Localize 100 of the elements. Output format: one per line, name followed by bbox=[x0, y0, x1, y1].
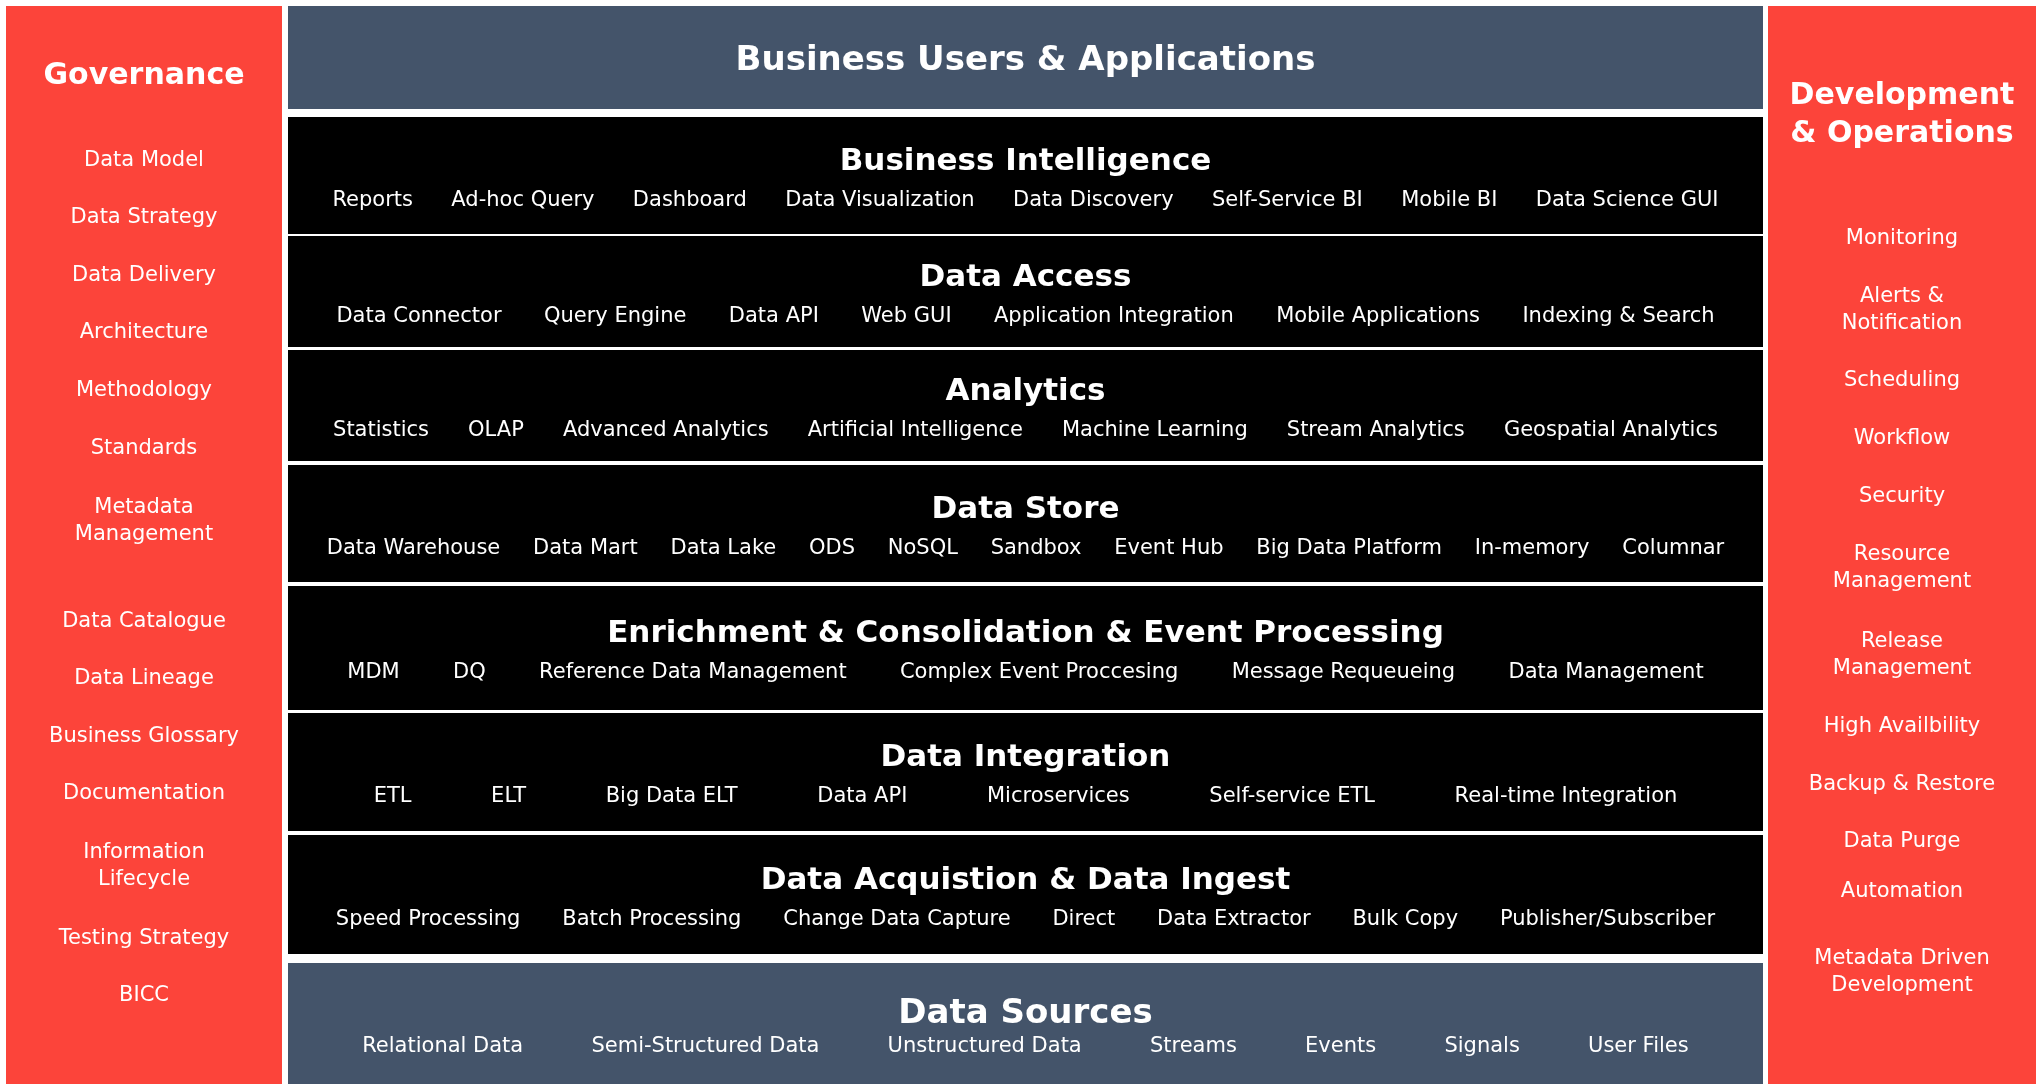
list-item: Complex Event Proccesing bbox=[899, 659, 1179, 683]
list-item: BICC bbox=[118, 981, 170, 1009]
panel-heading: Governance bbox=[42, 55, 246, 93]
list-item: Data Connector bbox=[336, 302, 502, 327]
list-item: Data API bbox=[728, 302, 819, 327]
list-item: Semi-Structured Data bbox=[591, 1032, 820, 1057]
list-item: Self-service ETL bbox=[1209, 783, 1375, 807]
list-item: DQ bbox=[453, 659, 486, 683]
list-item: Artificial Intelligence bbox=[807, 416, 1023, 441]
layer-heading: Data Access bbox=[918, 256, 1133, 293]
list-item: Data Science GUI bbox=[1535, 186, 1719, 211]
list-item: Data Catalogue bbox=[61, 607, 227, 635]
layer-heading: Analytics bbox=[944, 370, 1107, 407]
list-item: Big Data ELT bbox=[605, 783, 738, 807]
list-item: Big Data Platform bbox=[1256, 534, 1442, 559]
list-item: Speed Processing bbox=[335, 905, 521, 930]
list-item: ELT bbox=[491, 783, 526, 807]
list-item: Query Engine bbox=[543, 302, 687, 327]
list-item: Signals bbox=[1444, 1032, 1520, 1057]
list-item: Data Model bbox=[83, 146, 205, 174]
list-item: Data Lake bbox=[670, 534, 777, 559]
layer-heading: Data Store bbox=[930, 488, 1121, 525]
list-item: Testing Strategy bbox=[57, 924, 231, 952]
list-item: Scheduling bbox=[1842, 366, 1962, 394]
list-item: In-memory bbox=[1474, 534, 1590, 559]
list-item: Real-time Integration bbox=[1454, 783, 1678, 807]
list-item: Ad-hoc Query bbox=[451, 186, 595, 211]
list-item: ODS bbox=[809, 534, 855, 559]
layer-band bbox=[288, 465, 1763, 582]
list-item: Data Warehouse bbox=[326, 534, 501, 559]
list-item: Event Hub bbox=[1114, 534, 1224, 559]
layer-band bbox=[288, 236, 1763, 347]
list-item: Alerts & Notification bbox=[1840, 281, 1964, 336]
list-item: Business Glossary bbox=[47, 722, 240, 750]
list-item: Mobile Applications bbox=[1276, 302, 1480, 327]
panel-heading: Development & Operations bbox=[1788, 74, 2016, 150]
list-item: Change Data Capture bbox=[783, 905, 1011, 930]
list-item: Backup & Restore bbox=[1807, 770, 1997, 798]
list-item: Machine Learning bbox=[1062, 416, 1248, 441]
list-item: Information Lifecycle bbox=[82, 837, 206, 892]
list-item: Sandbox bbox=[990, 534, 1082, 559]
list-item: Publisher/Subscriber bbox=[1499, 905, 1716, 930]
list-item: Data Visualization bbox=[785, 186, 975, 211]
list-item: Relational Data bbox=[362, 1032, 524, 1057]
list-item: Advanced Analytics bbox=[562, 416, 769, 441]
layer-band bbox=[288, 350, 1763, 461]
list-item: Batch Processing bbox=[562, 905, 742, 930]
list-item: OLAP bbox=[468, 416, 524, 441]
list-item: Dashboard bbox=[632, 186, 747, 211]
list-item: Events bbox=[1305, 1032, 1377, 1057]
list-item: Data Mart bbox=[533, 534, 638, 559]
layer-band bbox=[288, 6, 1763, 109]
list-item: Reference Data Management bbox=[539, 659, 847, 683]
layer-band bbox=[288, 586, 1763, 710]
list-item: MDM bbox=[347, 659, 400, 683]
list-item: Stream Analytics bbox=[1286, 416, 1465, 441]
list-item: Automation bbox=[1839, 877, 1965, 905]
list-item: Workflow bbox=[1852, 424, 1952, 452]
layer-heading: Data Acquistion & Data Ingest bbox=[759, 859, 1292, 896]
list-item: NoSQL bbox=[887, 534, 958, 559]
layer-band bbox=[288, 117, 1763, 234]
list-item: Indexing & Search bbox=[1522, 302, 1715, 327]
list-item: Metadata Driven Development bbox=[1813, 943, 1991, 998]
list-item: Data API bbox=[817, 783, 908, 807]
list-item: Data Management bbox=[1508, 659, 1704, 683]
list-item: Architecture bbox=[78, 318, 210, 346]
list-item: Geospatial Analytics bbox=[1503, 416, 1718, 441]
list-item: Methodology bbox=[74, 376, 214, 404]
layer-heading: Data Integration bbox=[879, 737, 1172, 773]
layer-band bbox=[288, 963, 1763, 1084]
list-item: Bulk Copy bbox=[1352, 905, 1459, 930]
list-item: Metadata Management bbox=[73, 492, 215, 547]
list-item: Self-Service BI bbox=[1212, 186, 1363, 211]
section-heading: Data Sources bbox=[897, 990, 1154, 1031]
layer-heading: Enrichment & Consolidation & Event Processing bbox=[606, 613, 1445, 649]
list-item: Message Requeueing bbox=[1231, 659, 1456, 683]
list-item: Reports bbox=[332, 186, 413, 211]
layer-heading: Business Intelligence bbox=[838, 140, 1213, 177]
sidebar-panel bbox=[6, 6, 282, 1084]
list-item: Monitoring bbox=[1844, 224, 1960, 252]
list-item: Columnar bbox=[1622, 534, 1725, 559]
list-item: Web GUI bbox=[861, 302, 952, 327]
list-item: Mobile BI bbox=[1401, 186, 1498, 211]
list-item: Streams bbox=[1149, 1032, 1237, 1057]
list-item: High Availbility bbox=[1822, 712, 1982, 740]
list-item: Resource Management bbox=[1831, 539, 1973, 594]
list-item: User Files bbox=[1588, 1032, 1689, 1057]
list-item: Documentation bbox=[62, 779, 226, 807]
sidebar-panel bbox=[1768, 6, 2036, 1084]
list-item: Standards bbox=[89, 434, 199, 462]
list-item: Data Strategy bbox=[69, 203, 219, 231]
list-item: Direct bbox=[1052, 905, 1116, 930]
list-item: Data Extractor bbox=[1157, 905, 1311, 930]
layer-band bbox=[288, 713, 1763, 831]
list-item: Data Discovery bbox=[1013, 186, 1174, 211]
section-heading: Business Users & Applications bbox=[734, 37, 1317, 78]
list-item: Data Delivery bbox=[71, 261, 217, 289]
list-item: Unstructured Data bbox=[887, 1032, 1082, 1057]
list-item: Statistics bbox=[333, 416, 430, 441]
list-item: Application Integration bbox=[994, 302, 1234, 327]
